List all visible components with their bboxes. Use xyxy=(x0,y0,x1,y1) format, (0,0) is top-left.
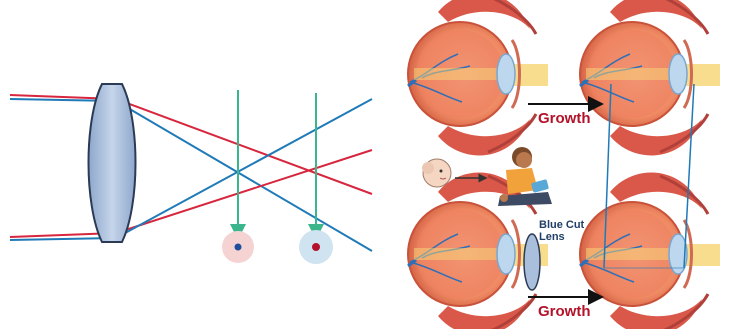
eye-cross-section-icon-bottom-right xyxy=(580,173,720,329)
blue-cut-label-line2: Lens xyxy=(539,231,584,243)
optics-panel xyxy=(10,84,372,264)
convex-lens-icon xyxy=(89,84,136,242)
growth-label-top: Growth xyxy=(538,110,591,127)
blue-cut-lens-label: Blue Cut Lens xyxy=(539,219,584,243)
eye-cross-section-icon-top-left xyxy=(408,0,548,155)
red-ray-lower-out xyxy=(116,150,372,233)
baby-face-icon xyxy=(422,159,451,187)
blue-ray-lower-out xyxy=(116,99,372,238)
growth-label-bottom: Growth xyxy=(538,303,591,320)
red-ray-upper-out xyxy=(116,99,372,194)
blue-cut-lens-icon xyxy=(524,234,540,290)
child-reading-icon xyxy=(498,147,552,206)
blue-cut-label-line1: Blue Cut xyxy=(539,219,584,231)
eye-growth-panel xyxy=(408,0,720,329)
eye-cross-section-icon-top-right xyxy=(580,0,720,155)
blue-ray-upper-out xyxy=(116,101,372,251)
